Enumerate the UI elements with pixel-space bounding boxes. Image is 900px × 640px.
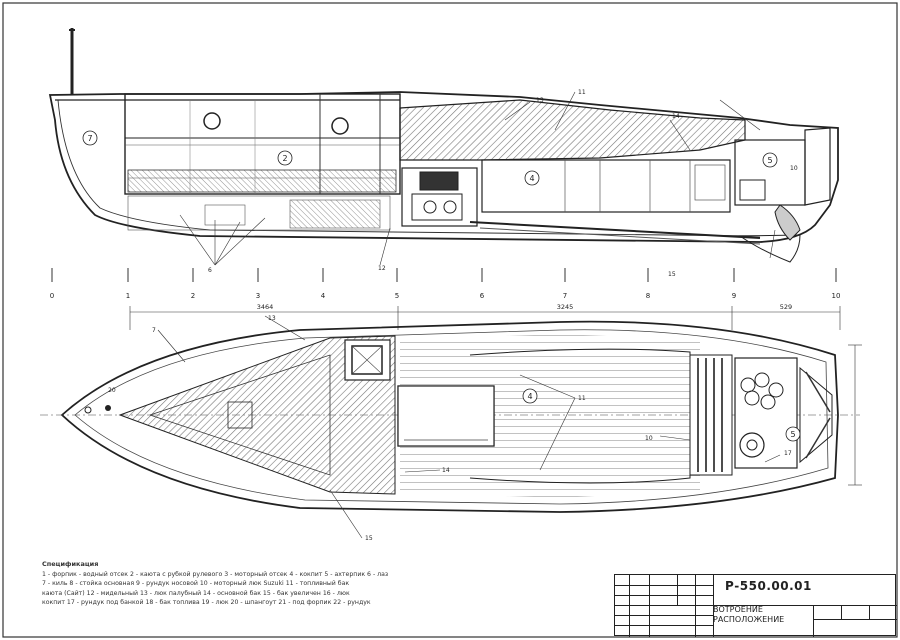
callout-13: 13 [536,97,544,104]
legend-line-2: 7 - киль 8 - стойка основная 9 - рундук … [42,580,350,587]
forward-deck [118,335,396,495]
station-label: 7 [563,292,567,300]
station-label: 1 [126,292,130,300]
propeller [774,204,801,241]
station-label: 0 [50,292,54,300]
porthole-1 [203,112,221,130]
station-label: 9 [732,292,736,300]
title-block: Р-550.00.01 ВОТРОЕНИЕ РАСПОЛОЖЕНИЕ [614,574,897,637]
drawing-name: ВОТРОЕНИЕ РАСПОЛОЖЕНИЕ [713,605,784,625]
side-elevation: 7 2 4 5 6 13 11 14 12 15 10 [48,28,839,278]
callout-15: 15 [668,271,676,278]
callout-11b: 11 [578,395,586,402]
legend-line-3: каюта (Сайт) 12 - мидельный 13 - люк пал… [42,589,350,597]
station-label: 10 [832,292,841,300]
rudder [738,234,801,263]
station-label: 6 [480,292,485,300]
cockpit-deck [400,334,700,498]
legend-line-1: 1 - форпик - водный отсек 2 - каюта с ру… [42,570,389,578]
station-label: 2 [191,292,195,300]
dim-1: 3464 [257,303,274,311]
callout-14: 14 [672,113,680,120]
callout-17: 17 [784,450,792,457]
aft-compartment [734,139,806,206]
side-compartment-labels: 7 2 4 5 [82,130,778,186]
drawing-name-line-2: РАСПОЛОЖЕНИЕ [713,615,785,624]
aft-locker [734,357,798,469]
station-label: 3 [256,292,260,300]
callout-15b: 15 [365,535,373,542]
side-comp-4: 5 [767,156,772,165]
plan-view: 3464 3245 529 [40,303,862,542]
callout-14b: 14 [442,467,450,474]
cabin-bunk [127,169,397,193]
plan-comp-1: 4 [527,392,532,401]
callout-6: 6 [208,267,212,274]
side-comp-2: 2 [282,154,287,163]
callout-10: 10 [790,165,798,172]
hull-plan-outline [60,320,839,513]
side-comp-1: 7 [87,134,92,143]
transom-seat [689,354,733,476]
hull-side-outline [48,91,839,243]
station-label: 5 [395,292,399,300]
callout-7: 7 [152,327,156,334]
callout-10b: 10 [645,435,653,442]
station-label: 8 [646,292,650,300]
porthole-2 [331,117,349,135]
dim-3: 529 [780,303,792,311]
fuel-filler [739,432,765,458]
prop-shaft [469,221,761,239]
legend-line-4: кокпит 17 - рундук под банкой 18 - бак т… [42,599,371,606]
plan-comp-2: 5 [790,430,795,439]
callout-11: 11 [578,89,586,96]
specification-legend: Спецификация 1 - форпик - водный отсек 2… [42,560,562,608]
callout-13b: 13 [268,315,276,322]
drawing-name-line-1: ВОТРОЕНИЕ [713,605,763,614]
deck-roof [399,99,746,161]
side-comp-3: 4 [529,174,534,183]
callout-20: 20 [108,387,116,394]
legend-title: Спецификация [42,560,99,568]
station-label: 4 [321,292,326,300]
engine-box [401,167,478,227]
drawing-code: Р-550.00.01 [725,579,812,593]
callout-12: 12 [378,265,386,272]
dim-2: 3245 [557,303,574,311]
